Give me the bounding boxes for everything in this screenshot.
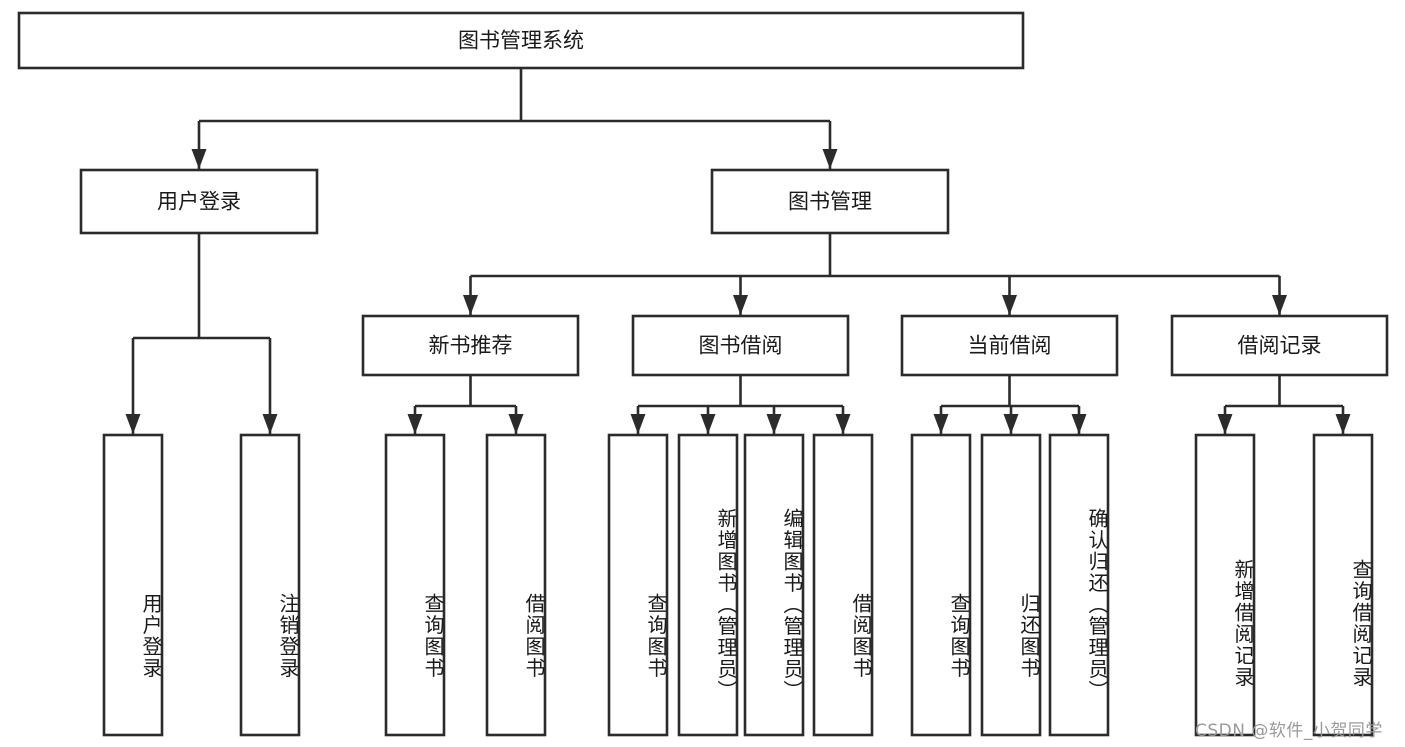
arrow-head [262, 414, 278, 434]
arrow-head [508, 414, 524, 434]
arrow-head [1335, 414, 1351, 434]
node-label-book-manage: 图书管理 [788, 190, 872, 214]
node-box-new-book-rec[interactable] [361, 314, 580, 377]
node-box-borrow-record[interactable] [1170, 314, 1389, 377]
node-box-leaf-borrow-book-rec[interactable] [485, 433, 547, 737]
arrow-head [125, 414, 141, 434]
node-label-book-borrow: 图书借阅 [699, 334, 783, 358]
node-box-book-borrow[interactable] [631, 314, 850, 377]
node-box-leaf-query-record[interactable] [1312, 433, 1374, 737]
arrow-head [463, 295, 478, 315]
arrow-head [1272, 295, 1287, 315]
node-box-leaf-return-book[interactable] [980, 433, 1042, 737]
node-box-leaf-add-book[interactable] [677, 433, 739, 737]
arrow-head [822, 149, 838, 169]
arrow-head [1071, 414, 1087, 434]
boxes-layer [17, 11, 1389, 737]
node-box-root[interactable] [17, 11, 1025, 70]
node-box-current-borrow[interactable] [900, 314, 1119, 377]
arrow-head [407, 414, 423, 434]
node-box-leaf-query-book-b[interactable] [607, 433, 669, 737]
node-box-leaf-user-logout[interactable] [239, 433, 301, 737]
node-box-book-manage[interactable] [710, 168, 950, 235]
csdn-watermark: CSDN @软件_小贺同学 [1195, 721, 1383, 741]
node-box-user-login[interactable] [79, 168, 319, 235]
arrow-head [835, 414, 851, 434]
node-box-leaf-borrow-book-b[interactable] [812, 433, 874, 737]
node-label-borrow-record: 借阅记录 [1238, 334, 1322, 358]
node-label-user-login: 用户登录 [157, 190, 241, 214]
node-box-leaf-add-record[interactable] [1194, 433, 1256, 737]
arrow-head [766, 414, 782, 434]
node-box-leaf-query-book-rec[interactable] [384, 433, 446, 737]
node-label-new-book-rec: 新书推荐 [429, 334, 513, 358]
arrow-head [1217, 414, 1233, 434]
arrow-head [700, 414, 716, 434]
edges-layer [125, 68, 1351, 434]
arrow-head [191, 149, 207, 169]
node-label-current-borrow: 当前借阅 [968, 334, 1052, 358]
arrow-head [933, 414, 949, 434]
arrow-head [1003, 414, 1019, 434]
arrow-head [1002, 295, 1017, 315]
arrow-head [630, 414, 646, 434]
node-label-root: 图书管理系统 [458, 29, 584, 53]
node-box-leaf-query-book-c[interactable] [910, 433, 972, 737]
node-box-leaf-user-login[interactable] [102, 433, 164, 737]
arrow-head [733, 295, 748, 315]
node-box-leaf-edit-book[interactable] [743, 433, 805, 737]
node-box-leaf-confirm-return[interactable] [1048, 433, 1110, 737]
